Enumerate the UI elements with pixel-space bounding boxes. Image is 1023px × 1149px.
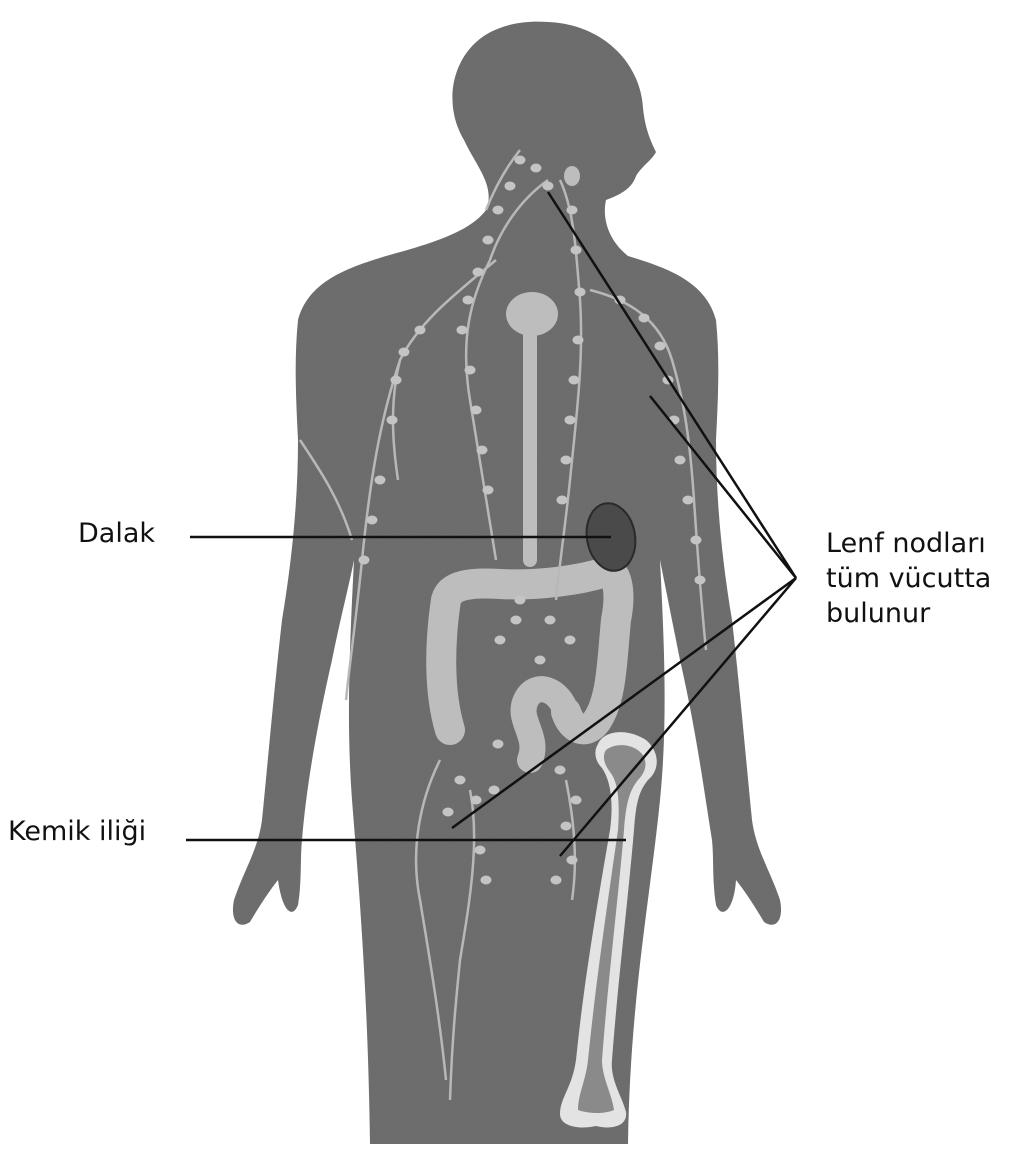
- lymph-node: [561, 822, 572, 831]
- lymph-node: [457, 326, 468, 335]
- lymph-node: [639, 314, 650, 323]
- lymph-node: [555, 766, 566, 775]
- lymph-node: [561, 456, 572, 465]
- lymph-node: [493, 740, 504, 749]
- lymph-nodes-label-line-1: Lenf nodları: [826, 526, 991, 561]
- lymph-node: [567, 856, 578, 865]
- lymph-node: [567, 206, 578, 215]
- lymph-node: [443, 808, 454, 817]
- lymph-node: [655, 342, 666, 351]
- lymph-node: [565, 636, 576, 645]
- lymph-node: [495, 636, 506, 645]
- lymph-node: [505, 182, 516, 191]
- lymph-node: [473, 268, 484, 277]
- lymph-nodes-label-line-2: tüm vücutta: [826, 561, 991, 596]
- lymph-node: [571, 246, 582, 255]
- lymph-node: [455, 776, 466, 785]
- lymph-node: [367, 516, 378, 525]
- lymph-node: [471, 406, 482, 415]
- lymph-node: [535, 656, 546, 665]
- lymph-node: [493, 206, 504, 215]
- lymph-node: [465, 366, 476, 375]
- lymph-node: [481, 876, 492, 885]
- lymph-node: [399, 348, 410, 357]
- lymph-node: [477, 446, 488, 455]
- thyroid-node: [564, 166, 580, 186]
- lymph-node: [359, 556, 370, 565]
- lymph-node: [475, 846, 486, 855]
- lymph-node: [387, 416, 398, 425]
- lymph-node: [691, 536, 702, 545]
- lymph-node: [545, 616, 556, 625]
- lymph-node: [571, 796, 582, 805]
- lymph-node: [375, 476, 386, 485]
- lymph-nodes-label: Lenf nodları tüm vücutta bulunur: [826, 526, 991, 631]
- lymph-nodes-label-line-3: bulunur: [826, 596, 991, 631]
- lymph-node: [675, 456, 686, 465]
- lymph-node: [515, 156, 526, 165]
- lymph-node: [565, 416, 576, 425]
- lymph-node: [551, 876, 562, 885]
- lymph-node: [557, 496, 568, 505]
- lymph-node: [391, 376, 402, 385]
- lymph-node: [573, 336, 584, 345]
- lymph-node: [471, 796, 482, 805]
- lymph-node: [483, 486, 494, 495]
- lymph-node: [511, 616, 522, 625]
- bone-marrow-label: Kemik iliği: [8, 816, 146, 848]
- lymph-node: [543, 182, 554, 191]
- lymph-node: [569, 376, 580, 385]
- thymus: [506, 292, 558, 336]
- lymph-node: [531, 164, 542, 173]
- spleen-label: Dalak: [78, 518, 155, 550]
- lymph-node: [683, 496, 694, 505]
- lymph-node: [695, 576, 706, 585]
- lymph-node: [575, 288, 586, 297]
- lymph-node: [415, 326, 426, 335]
- lymph-node: [483, 236, 494, 245]
- lymph-node: [463, 296, 474, 305]
- lymph-node: [515, 596, 526, 605]
